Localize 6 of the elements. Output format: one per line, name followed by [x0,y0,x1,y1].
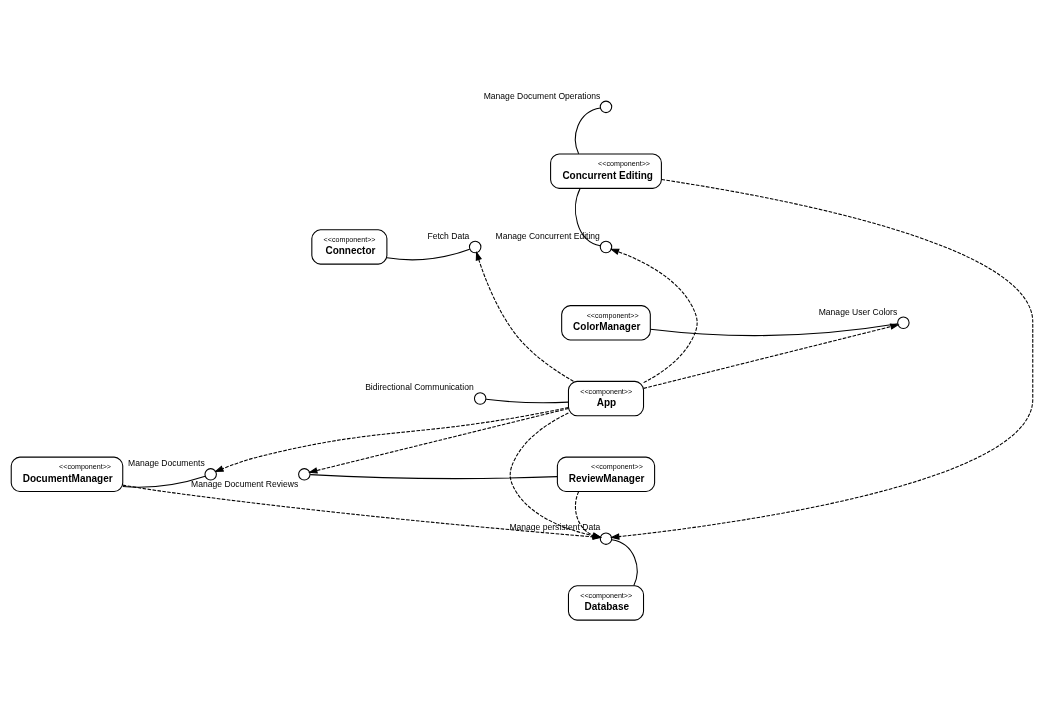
node-label: Manage Document Reviews [191,478,299,489]
node-label: Bidirectional Communication [365,381,474,392]
node-label: Manage Document Operations [483,90,601,101]
node-label: Fetch Data [427,230,470,241]
node-label: Manage Documents [128,457,205,468]
node-label: Manage User Colors [818,306,898,317]
